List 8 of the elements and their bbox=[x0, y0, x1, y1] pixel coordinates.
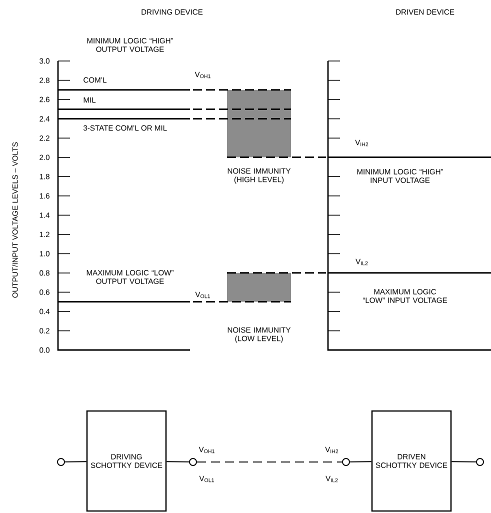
terminal-circle bbox=[342, 458, 350, 466]
connector-line bbox=[350, 461, 372, 462]
connector-line bbox=[166, 461, 190, 462]
terminal-circle bbox=[57, 458, 65, 466]
connector-line bbox=[451, 461, 476, 462]
terminal-circle bbox=[189, 458, 197, 466]
connector-line bbox=[64, 461, 87, 462]
terminal-circle bbox=[476, 458, 484, 466]
